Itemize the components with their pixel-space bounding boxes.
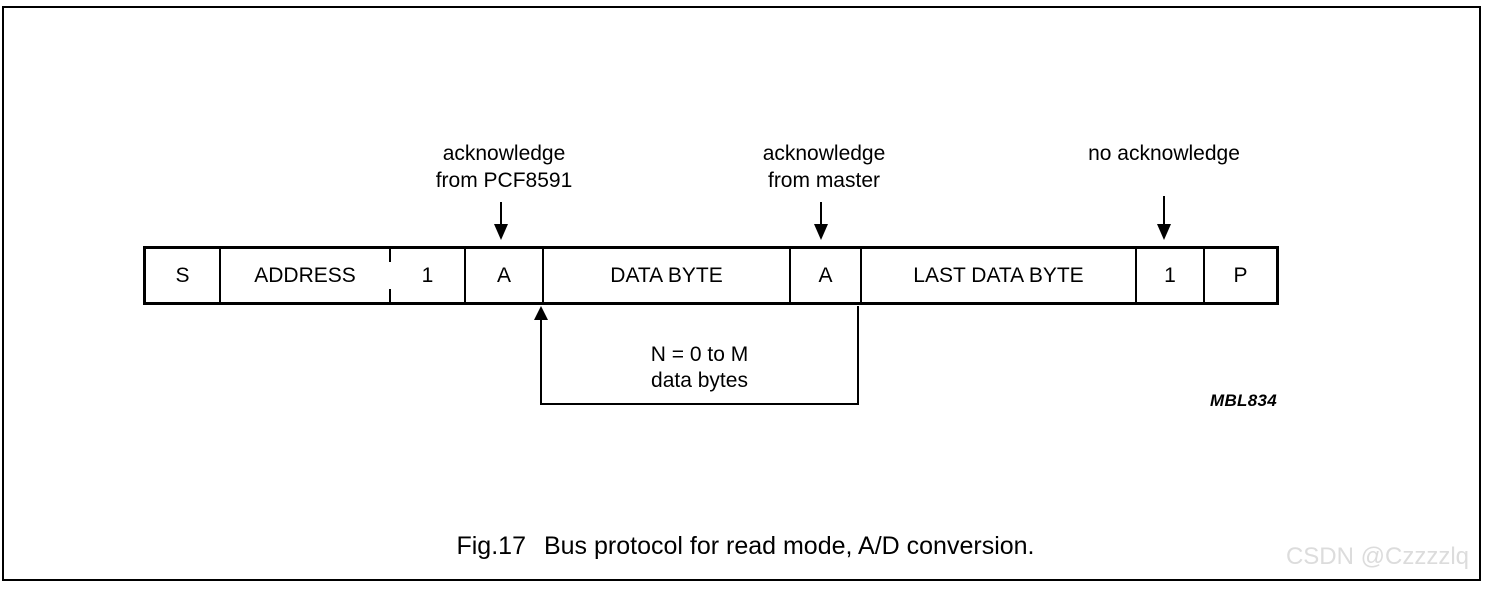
arrow-head [814,224,828,240]
figure-border: acknowledge from PCF8591 acknowledge fro… [2,6,1481,581]
protocol-field-no-ack-bit: 1 [1137,249,1203,302]
protocol-field-label: S [175,263,190,287]
csdn-watermark: CSDN @Czzzzlq [1285,543,1469,570]
callout-no-acknowledge: no acknowledge [1019,140,1309,167]
protocol-field-label: 1 [1164,263,1176,287]
arrow-shaft [1163,196,1165,226]
bracket-label-line-2: data bytes [651,369,748,392]
callout-ack-from-master: acknowledge from master [679,140,969,194]
arrow-head [494,224,508,240]
protocol-field-ack-master: A [791,249,860,302]
protocol-field-start: S [146,249,219,302]
arrow-to-no-ack-bit [1157,196,1171,240]
protocol-field-label: P [1233,263,1248,287]
protocol-field-stop: P [1205,249,1276,302]
callout-line-1: acknowledge [442,142,566,165]
arrow-to-ack-slave [494,202,508,240]
protocol-field-label: LAST DATA BYTE [913,263,1084,287]
bracket-arrow-head-icon [534,306,548,320]
field-divider-broken [389,249,391,302]
protocol-field-read-bit: 1 [391,249,464,302]
data-bytes-repeat-bracket: N = 0 to M data bytes [534,306,859,405]
bracket-left-stem [540,316,542,403]
figure-caption: Fig.17 Bus protocol for read mode, A/D co… [4,532,1487,561]
arrow-shaft [820,202,822,226]
protocol-field-address: ADDRESS [221,249,389,302]
field-divider-solid [542,249,544,302]
callout-line-1: acknowledge [762,142,886,165]
figure-number: Fig.17 [456,532,526,560]
field-divider-solid [1135,249,1137,302]
protocol-field-last-data-byte: LAST DATA BYTE [862,249,1135,302]
arrow-head [1157,224,1171,240]
bracket-label: N = 0 to M data bytes [540,342,859,394]
protocol-field-label: A [818,263,833,287]
arrow-to-ack-master [814,202,828,240]
field-divider-solid [1203,249,1205,302]
drawing-code-label: MBL834 [1210,391,1277,410]
bus-protocol-frame: S ADDRESS 1 A DATA BYTE A [143,246,1279,305]
protocol-field-data-byte: DATA BYTE [544,249,789,302]
protocol-field-label: 1 [421,263,434,287]
callout-line-1: no acknowledge [1088,142,1240,165]
figure-caption-text: Bus protocol for read mode, A/D conversi… [543,532,1035,560]
callout-line-2: from PCF8591 [435,169,573,192]
callout-ack-from-pcf8591: acknowledge from PCF8591 [359,140,649,194]
bracket-bottom-bar [540,403,859,405]
protocol-field-label: DATA BYTE [610,263,723,287]
field-divider-solid [860,249,862,302]
field-divider-solid [219,249,221,302]
callout-line-2: from master [767,169,880,192]
field-divider-solid [464,249,466,302]
protocol-field-ack-slave: A [466,249,542,302]
protocol-field-label: ADDRESS [254,263,356,287]
bracket-right-stem [857,306,859,403]
protocol-field-label: A [496,263,511,287]
arrow-shaft [500,202,502,226]
bracket-label-line-1: N = 0 to M [650,343,749,366]
field-divider-solid [789,249,791,302]
